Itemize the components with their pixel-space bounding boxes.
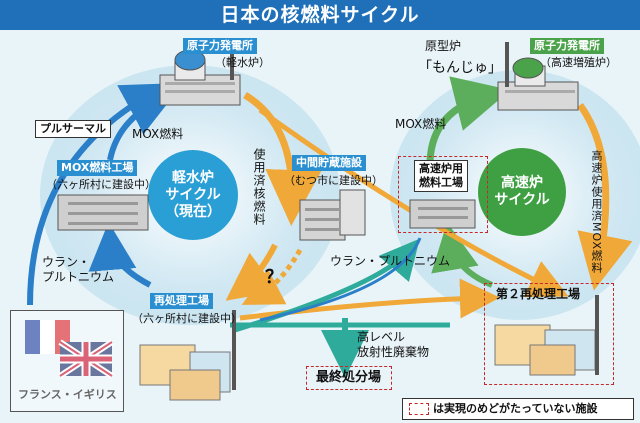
waste-line2: 放射性廃棄物 (357, 345, 430, 359)
interim-storage-label: 中間貯蔵施設 (292, 155, 366, 171)
reprocess-plant-icon (139, 310, 236, 401)
interim-storage-icon (299, 189, 366, 241)
monju-label: 「もんじゅ」 (418, 60, 502, 76)
left-spent-fuel-arrow (243, 91, 322, 226)
fast-fuel-to-plant-arrow (426, 76, 511, 166)
high-level-waste-label: 高レベル 放射性廃棄物 (357, 330, 429, 360)
france-uk-label: フランス・イギリス (18, 388, 117, 401)
waste-line1: 高レベル (357, 330, 406, 344)
fast-fuel-factory-line2: 燃料工場 (419, 176, 463, 189)
legend-text: は実現のめどがたっていない施設 (433, 402, 598, 415)
reprocess2-dashed-box (484, 283, 614, 385)
mox-factory-icon (57, 194, 149, 231)
light-water-plant-icon (159, 40, 241, 106)
legend-dashed-swatch (409, 403, 429, 415)
light-water-cycle-circle (148, 150, 238, 240)
prototype-reactor-label: 原型炉 (425, 39, 462, 53)
right-mox-fuel-label: MOX燃料 (395, 117, 447, 131)
fast-reactor-cycle-line2: サイクル (494, 192, 550, 208)
reprocess-plant-sub: （六ヶ所村に建設中） (132, 312, 242, 325)
reprocess-to-mox-arrow (88, 222, 152, 288)
fast-fuel-factory-dashed-box (398, 156, 488, 233)
fast-reactor-cycle-text: 高速炉 サイクル (478, 175, 566, 209)
fast-breeder-plant-sub: （高速増殖炉） (540, 56, 617, 69)
diagram-title: 日本の核燃料サイクル (0, 0, 640, 30)
left-mox-fuel-label: MOX燃料 (132, 127, 184, 141)
reprocess2-plant-icon (494, 295, 599, 376)
legend-box: は実現のめどがたっていない施設 (402, 398, 634, 420)
mox-factory-sub: （六ヶ所村に建設中） (46, 178, 156, 191)
mox-factory-label: MOX燃料工場 (57, 160, 138, 176)
uk-flag-icon (58, 339, 114, 379)
fast-spent-fuel-arrow (577, 102, 633, 291)
light-water-cycle-line1: 軽水炉 (172, 170, 214, 186)
left-uran-line: ウラン・ (42, 255, 91, 269)
fast-reactor-cycle-line1: 高速炉 (501, 175, 543, 191)
left-plutonium-line: プルトニウム (42, 270, 115, 284)
overseas-frame (10, 310, 124, 412)
light-water-cycle-text: 軽水炉 サイクル （現在） (148, 170, 238, 221)
light-water-plant-label: 原子力発電所 (183, 38, 257, 54)
interim-to-reprocess-arrow (241, 248, 303, 305)
fast-fuel-factory-icon (409, 199, 476, 229)
reprocess-plant-label: 再処理工場 (150, 293, 213, 309)
final-disposal-label: 最終処分場 (316, 370, 382, 385)
france-flag-icon (25, 320, 70, 354)
light-water-cycle-line2: サイクル (165, 187, 221, 203)
overseas-to-plant-arrow (27, 83, 171, 306)
fast-breeder-plant-icon (497, 42, 579, 111)
spent-fuel-label: 使用済核燃料 (252, 148, 266, 226)
fast-spent-fuel-label: 高速炉使用済MOX燃料 (590, 150, 603, 274)
reprocess-to-reprocess2-arrow (239, 278, 500, 321)
fast-fuel-factory-line1: 高速炉用 (419, 162, 463, 175)
fast-breeder-plant-label: 原子力発電所 (530, 38, 604, 54)
light-water-cycle-line3: （現在） (165, 204, 221, 220)
fast-fuel-factory-label: 高速炉用 燃料工場 (414, 160, 468, 192)
fast-reactor-cycle-circle (478, 148, 566, 236)
light-water-plant-sub: （軽水炉） (215, 56, 270, 69)
interim-storage-sub: （むつ市に建設中） (284, 174, 383, 187)
left-uran-plutonium-label: ウラン・ プルトニウム (42, 255, 114, 285)
reprocess2-label: 第２再処理工場 (496, 287, 581, 301)
final-disposal-dashed-box (306, 366, 392, 390)
right-uran-plutonium-label: ウラン・プルトニウム (330, 254, 451, 268)
blue-cross-line (259, 237, 422, 322)
pluthermal-label: プルサーマル (35, 120, 111, 138)
interim-question-mark: ？ (265, 267, 283, 288)
